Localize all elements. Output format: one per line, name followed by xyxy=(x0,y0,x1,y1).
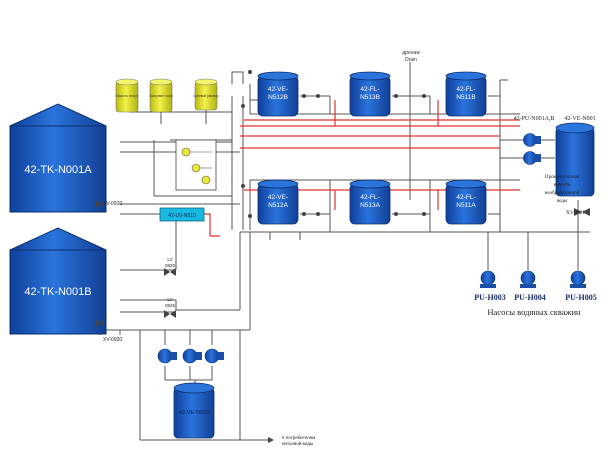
lv0820-label-a: LV xyxy=(167,257,172,262)
valve-xv0921: XV0921 xyxy=(566,208,590,216)
potable-tank-label: 42-VE-N820 xyxy=(179,410,209,416)
instrument-markers xyxy=(241,70,426,218)
filter-label: 42-FL- xyxy=(360,194,379,201)
filter-vessels: 42-VE-N512B42-FL-N513B42-FL-N511B42-VE-N… xyxy=(257,71,487,225)
filter-top-1: 42-VE-N512B xyxy=(257,71,299,117)
filter-label: 42-FL- xyxy=(360,86,379,93)
outlet-text-2: питьевой воды xyxy=(282,440,313,446)
intermediate-tank: 42-VE-N001 Промежуточная емкость необраб… xyxy=(545,116,596,204)
potable-tank: 42-VE-N820 xyxy=(173,382,215,439)
feed-pumps: 42-PU-N001A,B xyxy=(514,116,555,165)
filter-label: 42-FL- xyxy=(456,86,475,93)
filter-label: N512B xyxy=(268,94,288,101)
intermediate-desc-4: воды xyxy=(557,199,568,204)
pump-h003-label: PU-H003 xyxy=(474,293,506,302)
tank-a-label: 42-TK-N001A xyxy=(24,164,92,176)
xv0910-label: XV-0910 xyxy=(103,201,122,207)
filter-label: 42-VE- xyxy=(268,86,288,93)
filter-bottom-3: 42-FL-N511A xyxy=(445,179,487,225)
valve-lv0820: LV 0820 xyxy=(164,257,176,276)
intermediate-desc-3: необработанной xyxy=(545,191,580,196)
xv0921-label: XV0921 xyxy=(566,210,585,216)
filter-label: N513A xyxy=(360,202,381,209)
filter-bottom-1: 42-VE-N512A xyxy=(257,179,299,225)
potable-pumps xyxy=(157,348,224,364)
uv-unit: 42-UV-N810 xyxy=(159,207,205,222)
filter-label: N513B xyxy=(360,94,380,101)
tank-b-label: 42-TK-N001B xyxy=(24,286,91,298)
lv0825-label-b: 0825 xyxy=(165,303,176,308)
outlet-arrow: К потребителям питьевой воды xyxy=(268,435,315,446)
intermediate-tank-id: 42-VE-N001 xyxy=(564,116,595,122)
valve-lv0825: LV 0825 xyxy=(164,297,176,318)
outlet-text-1: К потребителям xyxy=(282,435,315,440)
valve-xv0910: XV-0910 xyxy=(96,200,122,208)
dosing-tank-1-label: Емкость хлорн. xyxy=(116,94,139,98)
drain-text-1: дренаж xyxy=(402,50,420,56)
lv0825-label-a: LV xyxy=(167,297,172,302)
filter-label: 42-VE- xyxy=(268,194,288,201)
valve-xv0920: XV-0920 xyxy=(96,319,122,343)
filter-label: N512A xyxy=(268,202,289,209)
lv0820-label-b: 0820 xyxy=(165,263,176,268)
dosing-tank-3-label: Солевой раствор xyxy=(193,94,219,98)
filter-top-2: 42-FL-N513B xyxy=(349,71,391,117)
pump-h004-label: PU-H004 xyxy=(514,293,546,302)
tank-42-tk-n001a: 42-TK-N001A xyxy=(9,103,107,213)
feed-pumps-label: 42-PU-N001A,B xyxy=(514,116,555,122)
filter-label: 42-FL- xyxy=(456,194,475,201)
intermediate-desc-1: Промежуточная xyxy=(545,175,580,180)
filter-bottom-2: 42-FL-N513A xyxy=(349,179,391,225)
filter-label: N511A xyxy=(456,202,476,209)
dosing-tanks: Емкость хлорн. Коагулянт соли Солевой ра… xyxy=(116,78,219,113)
drain-label: дренаж Drain xyxy=(402,50,420,63)
dosing-pump-skid xyxy=(175,139,217,191)
pump-h005-label: PU-H005 xyxy=(565,293,597,302)
drain-text-2: Drain xyxy=(405,57,417,63)
filter-top-3: 42-FL-N511B xyxy=(445,71,487,117)
xv0920-label: XV-0920 xyxy=(103,337,122,343)
well-pumps-title: Насосы водяных скважин xyxy=(487,307,581,317)
dosing-tank-2-label: Коагулянт соли xyxy=(150,94,173,98)
well-pumps: PU-H003 PU-H004 PU-H005 Насосы водяных с… xyxy=(474,270,597,317)
filter-label: N511B xyxy=(456,94,475,101)
uv-label: 42-UV-N810 xyxy=(168,213,196,219)
tank-42-tk-n001b: 42-TK-N001B xyxy=(9,227,107,335)
intermediate-desc-2: емкость xyxy=(554,183,572,188)
